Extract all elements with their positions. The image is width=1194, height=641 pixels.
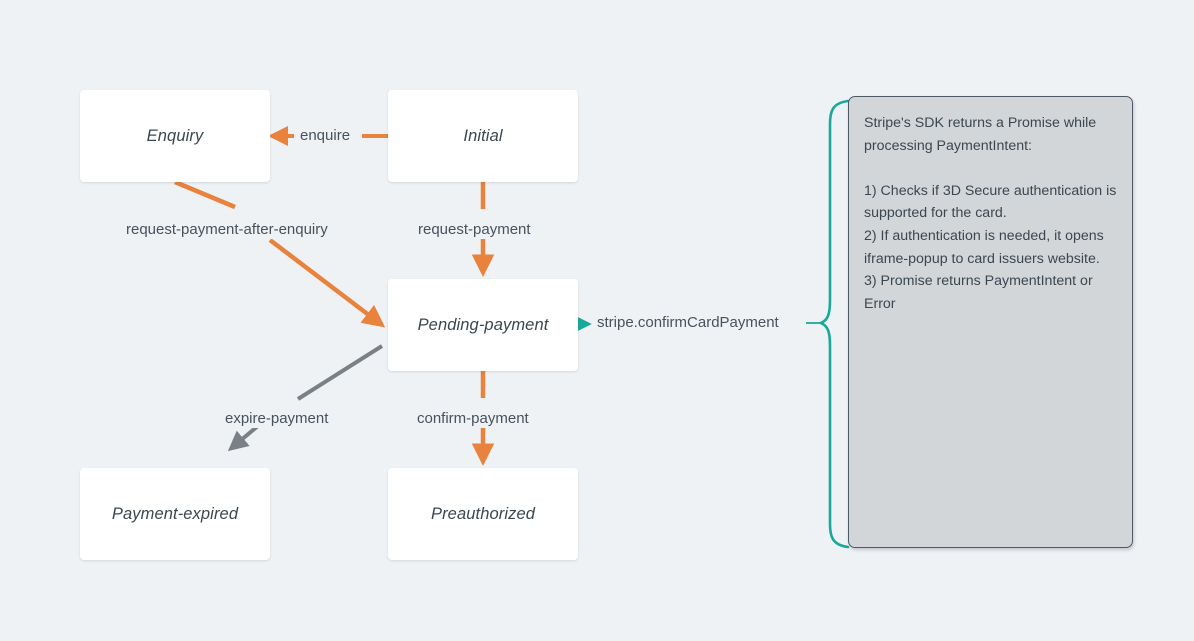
state-box-preauthorized[interactable]: Preauthorized [388,468,578,560]
edge-label-request-payment-after-enquiry: request-payment-after-enquiry [123,221,331,239]
state-label-payment-expired: Payment-expired [111,504,239,523]
state-box-pending-payment[interactable]: Pending-payment [388,279,578,371]
edge-label-enquire: enquire [297,127,354,145]
edge-label-request-payment: request-payment [415,221,534,239]
state-label-enquiry: Enquiry [146,126,204,145]
state-box-enquiry[interactable]: Enquiry [80,90,270,182]
note-text-stripe-sdk: Stripe's SDK returns a Promise while pro… [864,115,1117,312]
state-box-payment-expired[interactable]: Payment-expired [80,468,270,560]
state-label-initial: Initial [463,126,503,145]
state-box-initial[interactable]: Initial [388,90,578,182]
state-label-preauthorized: Preauthorized [430,504,536,523]
state-label-pending-payment: Pending-payment [417,315,549,334]
edge-label-confirm-payment: confirm-payment [414,410,532,428]
edge-label-stripe-confirm-card-payment: stripe.confirmCardPayment [597,314,779,331]
edge-expire-payment [227,344,384,452]
note-curly-brace [819,99,850,549]
edge-label-expire-payment: expire-payment [222,410,332,428]
note-box-stripe-sdk [848,96,1133,548]
edge-request-payment-after-enquiry [174,179,386,328]
